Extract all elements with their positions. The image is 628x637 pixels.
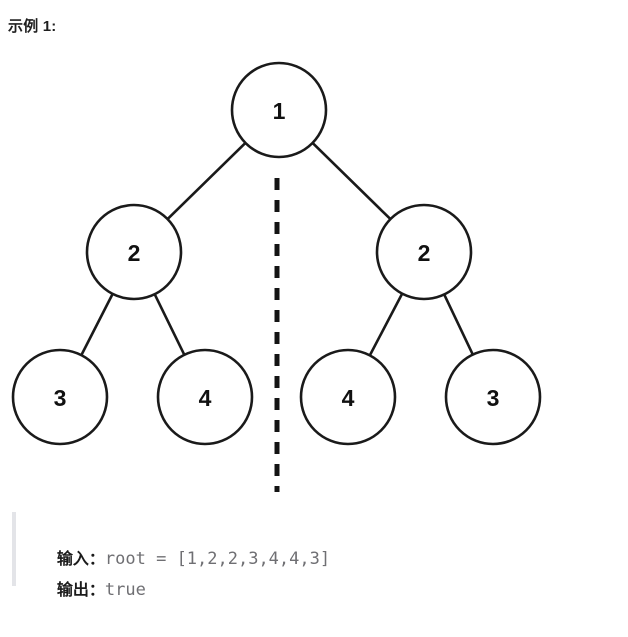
tree-node-label-rr: 3: [487, 385, 500, 411]
tree-node-root: 1: [230, 61, 328, 159]
tree-node-rl: 4: [299, 348, 397, 446]
tree-node-label-lr: 4: [199, 385, 212, 411]
page-title: 示例 1:: [8, 18, 57, 35]
tree-node-circle-lr: [156, 348, 254, 446]
tree-node-label-r: 2: [418, 240, 431, 266]
tree-edges-group: [80, 141, 475, 357]
example-io-block: 输入：root = [1,2,2,3,4,4,3] 输出：true: [12, 512, 330, 600]
tree-node-rr: 3: [444, 348, 542, 446]
output-value: true: [104, 580, 146, 600]
tree-node-circle-rl: [299, 348, 397, 446]
tree-edge-root-r: [311, 141, 392, 221]
tree-node-circle-root: [230, 61, 328, 159]
tree-node-label-root: 1: [273, 98, 286, 124]
tree-node-circle-rr: [444, 348, 542, 446]
input-line: 输入：root = [1,2,2,3,4,4,3]: [38, 512, 330, 569]
tree-node-r: 2: [375, 203, 473, 301]
tree-node-ll: 3: [11, 348, 109, 446]
tree-node-label-ll: 3: [54, 385, 67, 411]
binary-tree-figure: 1 2 2 3 4 4 3: [0, 46, 628, 506]
tree-edge-root-l: [166, 141, 247, 221]
tree-svg: 1 2 2 3 4 4 3: [11, 61, 542, 492]
tree-node-circle-ll: [11, 348, 109, 446]
tree-nodes-group: 1 2 2 3 4 4 3: [11, 61, 542, 446]
tree-edge-l-lr: [153, 292, 186, 357]
tree-edge-r-rr: [442, 293, 475, 356]
output-label: 输出：: [56, 582, 105, 599]
input-value: root = [1,2,2,3,4,4,3]: [104, 549, 331, 569]
tree-edge-l-ll: [80, 292, 114, 357]
tree-edge-r-rl: [368, 292, 404, 357]
tree-node-label-rl: 4: [342, 385, 355, 411]
tree-node-l: 2: [85, 203, 183, 301]
input-label: 输入：: [56, 551, 105, 568]
tree-node-lr: 4: [156, 348, 254, 446]
tree-node-circle-l: [85, 203, 183, 301]
tree-node-label-l: 2: [128, 240, 141, 266]
tree-node-circle-r: [375, 203, 473, 301]
